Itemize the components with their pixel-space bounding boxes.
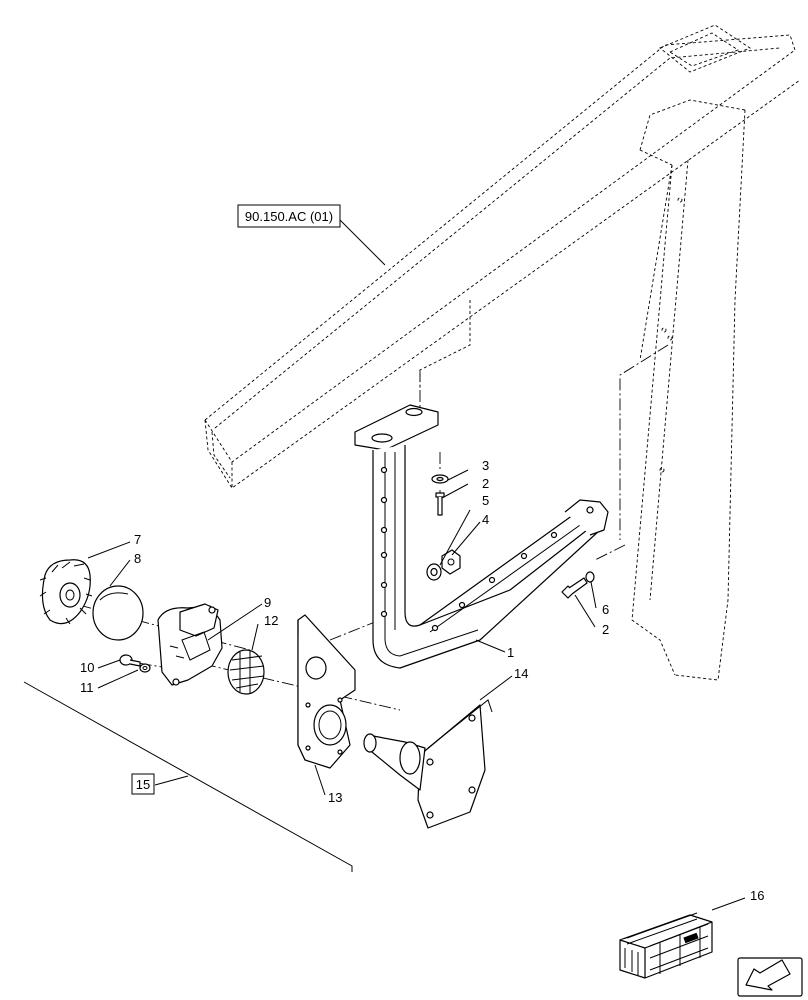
- frame-beam: [204, 24, 801, 681]
- arrow-icon[interactable]: [737, 957, 803, 997]
- callout-10: 10: [80, 660, 94, 675]
- callout-3: 3: [482, 458, 489, 473]
- light-housing: [157, 603, 223, 686]
- mounting-plate: [297, 614, 356, 769]
- callout-1: 1: [507, 645, 514, 660]
- callout-7: 7: [134, 532, 141, 547]
- fasteners: [426, 474, 595, 599]
- leader-lines: [87, 219, 746, 911]
- callout-12: 12: [264, 613, 278, 628]
- callout-9: 9: [264, 595, 271, 610]
- callout-6: 6: [602, 602, 609, 617]
- screw-and-washer: [119, 654, 151, 673]
- callout-16: 16: [750, 888, 764, 903]
- group-reference-text: 15: [136, 777, 150, 792]
- group-reference-box[interactable]: 15: [131, 773, 155, 795]
- l-bracket: [354, 404, 609, 669]
- callout-14: 14: [514, 666, 528, 681]
- callout-13: 13: [328, 790, 342, 805]
- callout-5: 5: [482, 493, 489, 508]
- section-reference-text: 90.150.AC (01): [245, 209, 333, 224]
- callout-labels: 1 2 2 3 4 5 6 7 8 9 10 11 12 13 14 16: [80, 458, 764, 903]
- callout-2-upper: 2: [482, 476, 489, 491]
- group-boundary-line: [23, 681, 353, 872]
- callout-8: 8: [134, 551, 141, 566]
- callout-4: 4: [482, 512, 489, 527]
- callout-11: 11: [80, 680, 94, 695]
- callout-2-lower: 2: [602, 622, 609, 637]
- knob: [39, 559, 93, 625]
- section-reference-box[interactable]: 90.150.AC (01): [237, 204, 341, 228]
- lens: [92, 585, 144, 641]
- crate-icon: [619, 912, 713, 979]
- bulb-socket: [227, 649, 265, 695]
- tube-mounting-plate: [363, 699, 493, 829]
